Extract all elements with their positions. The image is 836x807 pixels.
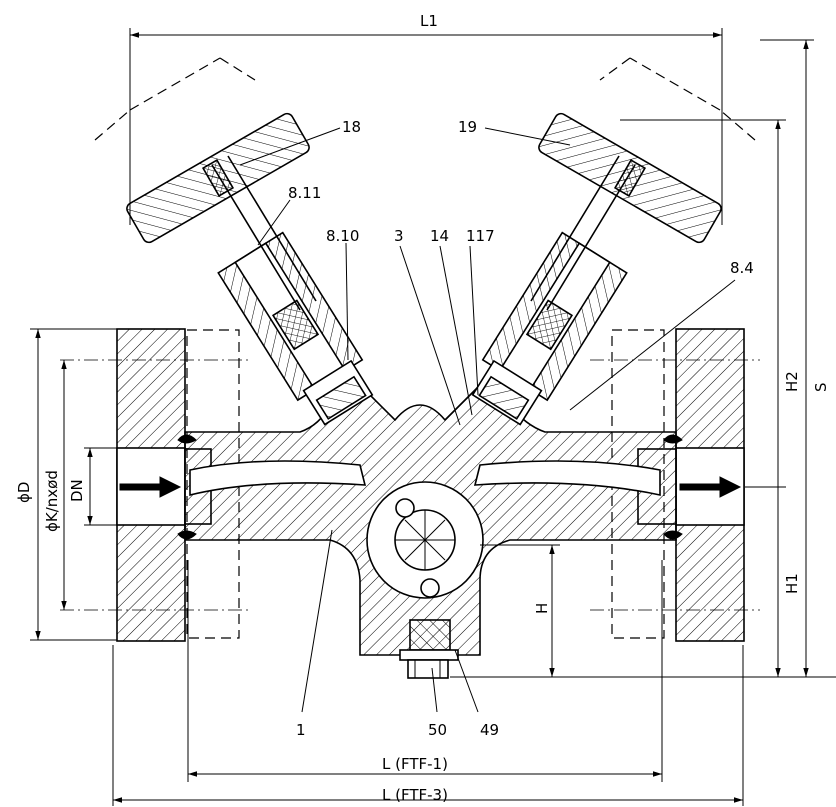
part-label-19: 19 <box>458 118 477 136</box>
valve-body <box>119 378 742 679</box>
left-bonnet <box>217 231 374 426</box>
part-label-8-10: 8.10 <box>326 227 359 245</box>
leader-lines <box>239 127 736 713</box>
part-label-8-11: 8.11 <box>288 184 321 202</box>
part-label-3: 3 <box>394 227 404 245</box>
part-label-18: 18 <box>342 118 361 136</box>
right-handle <box>538 112 722 244</box>
dim-label-phi-k: ϕK/nxød <box>43 470 61 532</box>
dim-label-h2: H2 <box>783 371 801 392</box>
right-bonnet <box>471 231 628 426</box>
part-label-50: 50 <box>428 721 447 739</box>
left-handle <box>126 112 310 244</box>
dim-label-h: H <box>533 603 551 614</box>
dim-label-l1: L1 <box>420 12 438 30</box>
dim-label-l-ftf3: L (FTF-3) <box>382 786 448 804</box>
part-label-14: 14 <box>430 227 449 245</box>
right-handle-swing <box>599 57 756 141</box>
dim-label-l-ftf1: L (FTF-1) <box>382 755 448 773</box>
left-handle-swing <box>94 57 256 141</box>
part-label-8-4: 8.4 <box>730 259 754 277</box>
part-label-1: 1 <box>296 721 306 739</box>
part-label-117: 117 <box>466 227 495 245</box>
part-label-49: 49 <box>480 721 499 739</box>
dim-label-h1: H1 <box>783 573 801 594</box>
dimension-lines <box>30 28 836 806</box>
dim-label-s: S <box>812 382 830 392</box>
dim-label-dn: DN <box>68 479 86 502</box>
dim-label-phi-d: ϕD <box>15 482 33 503</box>
